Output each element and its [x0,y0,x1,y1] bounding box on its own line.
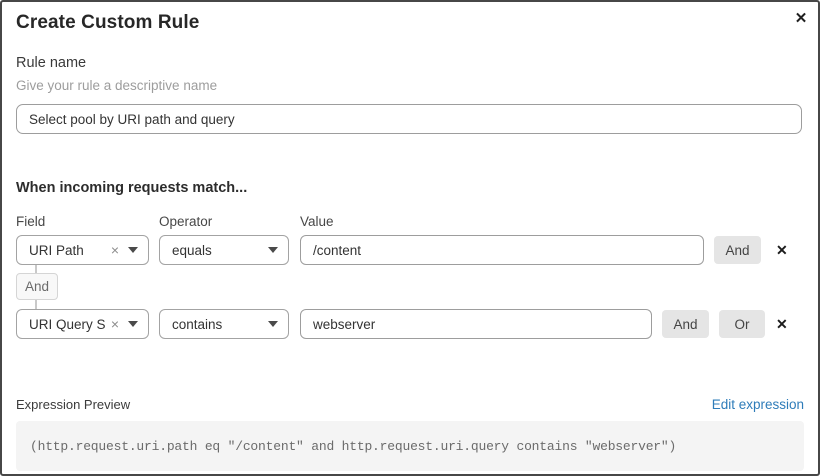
condition-row-2: URI Query St... × contains And Or ✕ [16,309,804,339]
chevron-down-icon [268,247,278,253]
add-or-button-2[interactable]: Or [719,310,765,338]
value-input-1[interactable] [300,235,704,265]
operator-select-1-value: equals [172,242,212,258]
dialog-title: Create Custom Rule [16,12,200,33]
expression-code-block: (http.request.uri.path eq "/content" and… [16,421,804,471]
and-connector-badge: And [16,273,58,300]
expression-code: (http.request.uri.path eq "/content" and… [30,438,677,454]
field-column-label: Field [16,214,46,229]
delete-row-1-icon[interactable]: ✕ [776,242,788,258]
condition-column-labels: Field Operator Value [16,214,804,229]
chevron-down-icon [128,321,138,327]
operator-select-2-value: contains [172,316,223,332]
value-input-2[interactable] [300,309,652,339]
chevron-down-icon [268,321,278,327]
add-and-button-1[interactable]: And [714,236,761,264]
operator-select-2[interactable]: contains [159,309,289,339]
field-select-2-value: URI Query St... [29,316,105,332]
field-select-1-value: URI Path [29,242,84,258]
rule-name-input[interactable] [16,104,802,134]
connector-wrap: And [16,265,804,309]
clear-icon[interactable]: × [110,316,119,332]
edit-expression-link[interactable]: Edit expression [711,397,804,412]
value-column-label: Value [300,214,334,229]
expression-preview-header: Expression Preview Edit expression [16,397,804,412]
condition-row-1: URI Path × equals And ✕ [16,235,804,265]
operator-select-1[interactable]: equals [159,235,289,265]
add-and-button-2[interactable]: And [662,310,709,338]
connector-line [35,300,37,309]
clear-icon[interactable]: × [110,242,119,258]
match-heading: When incoming requests match... [16,180,248,196]
delete-row-2-icon[interactable]: ✕ [776,316,788,332]
chevron-down-icon [128,247,138,253]
field-select-2[interactable]: URI Query St... × [16,309,149,339]
rule-name-hint: Give your rule a descriptive name [16,78,218,93]
field-select-1[interactable]: URI Path × [16,235,149,265]
operator-column-label: Operator [159,214,213,229]
close-icon[interactable]: ✕ [790,8,812,30]
rule-name-label: Rule name [16,55,87,71]
connector-line [35,265,37,273]
expression-preview-label: Expression Preview [16,397,131,412]
